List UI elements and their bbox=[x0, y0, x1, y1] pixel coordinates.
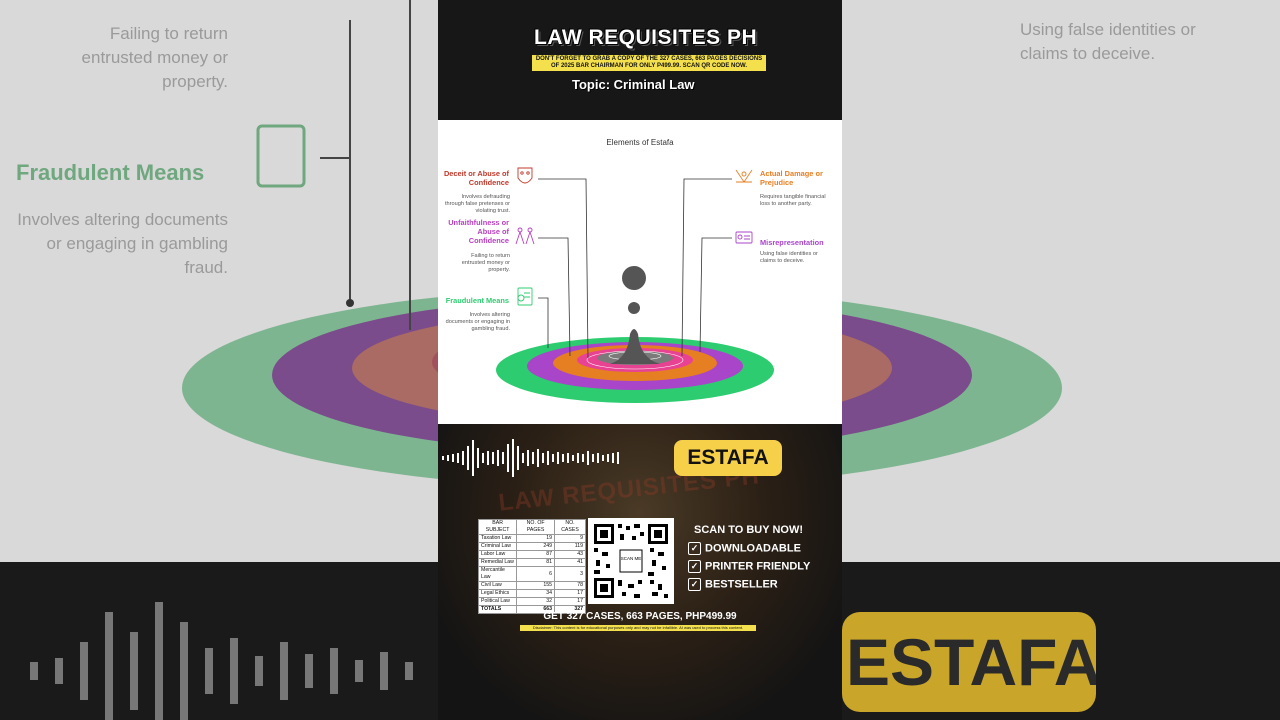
desc-actual-damage: Requires tangible financial loss to anot… bbox=[760, 194, 826, 207]
desc-misrepresentation: Using false identities or claims to dece… bbox=[760, 251, 818, 264]
feature-label: PRINTER FRIENDLY bbox=[705, 560, 811, 573]
qr-code[interactable]: SCAN ME bbox=[588, 518, 674, 604]
table-cell: 19 bbox=[516, 534, 555, 543]
header-title: LAW REQUISITES PH bbox=[534, 26, 758, 49]
table-cell: Political Law bbox=[477, 597, 518, 606]
label-misrepresentation: Misrepresentation bbox=[760, 238, 824, 247]
drop-large bbox=[622, 266, 646, 290]
desc-fraudulent-means: Involves altering documents or engaging … bbox=[445, 312, 510, 332]
table-header-row: BAR SUBJECT NO. OF PAGES NO. CASES bbox=[477, 519, 587, 535]
table-cell: Remedial Law bbox=[477, 558, 518, 567]
diagram-title: Elements of Estafa bbox=[606, 138, 674, 147]
feature-label: BESTSELLER bbox=[705, 578, 778, 591]
label-fraudulent-means: Fraudulent Means bbox=[445, 296, 509, 305]
table-header: BAR SUBJECT bbox=[477, 519, 518, 535]
table-cell: 34 bbox=[516, 589, 555, 598]
table-cell: 155 bbox=[516, 581, 555, 590]
estafa-diagram: Elements of Estafa bbox=[438, 120, 842, 424]
promo-section: LAW REQUISITES PH ESTAFA BAR SUBJECT bbox=[438, 424, 842, 720]
background-right-description: Using false identities or claims to dece… bbox=[1020, 20, 1196, 63]
qr-center-label: SCAN ME bbox=[620, 556, 642, 561]
table-header: NO. OF PAGES bbox=[516, 519, 555, 535]
table-cell: 3 bbox=[553, 566, 587, 582]
table-cell: 17 bbox=[553, 597, 587, 606]
bar-subjects-table: BAR SUBJECT NO. OF PAGES NO. CASES Taxat… bbox=[477, 519, 587, 614]
background-waveform bbox=[30, 602, 413, 720]
desc-deceit: Involves defrauding through false preten… bbox=[445, 194, 510, 214]
estafa-badge: ESTAFA bbox=[674, 440, 782, 476]
background-left-description: Failing to return entrusted money or pro… bbox=[81, 24, 228, 91]
drop-small bbox=[628, 302, 640, 314]
qr-code-pattern bbox=[594, 524, 668, 598]
desc-unfaithfulness: Failing to return entrusted money or pro… bbox=[461, 253, 510, 273]
checkbox-icon: ✓ bbox=[688, 560, 701, 573]
table-cell: Criminal Law bbox=[477, 542, 518, 551]
table-header: NO. CASES bbox=[553, 519, 587, 535]
header-topic: Topic: Criminal Law bbox=[572, 77, 695, 92]
table-cell: 119 bbox=[553, 542, 587, 551]
checkbox-icon: ✓ bbox=[688, 578, 701, 591]
video-panel: LAW REQUISITES PH Don't forget to grab a… bbox=[438, 0, 842, 720]
label-deceit: Deceit or Abuse of Confidence bbox=[443, 169, 509, 187]
diagram-graphic bbox=[496, 167, 774, 403]
damage-icon bbox=[735, 169, 753, 183]
table-cell: 32 bbox=[516, 597, 555, 606]
table-cell: 78 bbox=[553, 581, 587, 590]
audio-waveform bbox=[442, 439, 619, 477]
document-stamp-icon bbox=[517, 287, 533, 306]
table-cell: Labor Law bbox=[477, 550, 518, 559]
id-card-icon bbox=[735, 231, 753, 244]
table-cell: 249 bbox=[516, 542, 555, 551]
background-left-description-2: Involves altering documents or engaging … bbox=[17, 210, 228, 277]
table-cell: 87 bbox=[516, 550, 555, 559]
header-note: Don't forget to grab a copy of the 327 c… bbox=[532, 55, 766, 71]
table-cell: 327 bbox=[553, 605, 587, 614]
checkbox-icon: ✓ bbox=[688, 542, 701, 555]
table-cell: 9 bbox=[553, 534, 587, 543]
feature-downloadable: ✓ DOWNLOADABLE bbox=[688, 542, 801, 555]
label-actual-damage: Actual Damage or Prejudice bbox=[760, 169, 823, 187]
table-cell: Taxation Law bbox=[477, 534, 518, 543]
table-cell: 41 bbox=[553, 558, 587, 567]
disclaimer: Disclaimer: This content is for educatio… bbox=[520, 625, 756, 631]
label-unfaithfulness: Unfaithfulness or Abuse of Confidence bbox=[448, 218, 509, 245]
mask-icon bbox=[517, 167, 533, 184]
offer-line: GET 327 CASES, 663 PAGES, PHP499.99 bbox=[543, 611, 737, 622]
background-left-title: Fraudulent Means bbox=[16, 160, 205, 185]
table-cell: 43 bbox=[553, 550, 587, 559]
background-estafa-badge: ESTAFA bbox=[842, 612, 1096, 712]
table-cell: TOTALS bbox=[477, 605, 518, 614]
table-cell: Mercantile Law bbox=[477, 566, 518, 582]
table-cell: 81 bbox=[516, 558, 555, 567]
scan-cta: SCAN TO BUY NOW! bbox=[694, 524, 803, 536]
table-cell: 17 bbox=[553, 589, 587, 598]
feature-printer-friendly: ✓ PRINTER FRIENDLY bbox=[688, 560, 810, 573]
people-icon bbox=[515, 227, 535, 245]
feature-bestseller: ✓ BESTSELLER bbox=[688, 578, 778, 591]
table-cell: Civil Law bbox=[477, 581, 518, 590]
splash-crown bbox=[610, 329, 660, 364]
table-cell: 6 bbox=[516, 566, 555, 582]
table-cell: Legal Ethics bbox=[477, 589, 518, 598]
feature-label: DOWNLOADABLE bbox=[705, 542, 801, 555]
